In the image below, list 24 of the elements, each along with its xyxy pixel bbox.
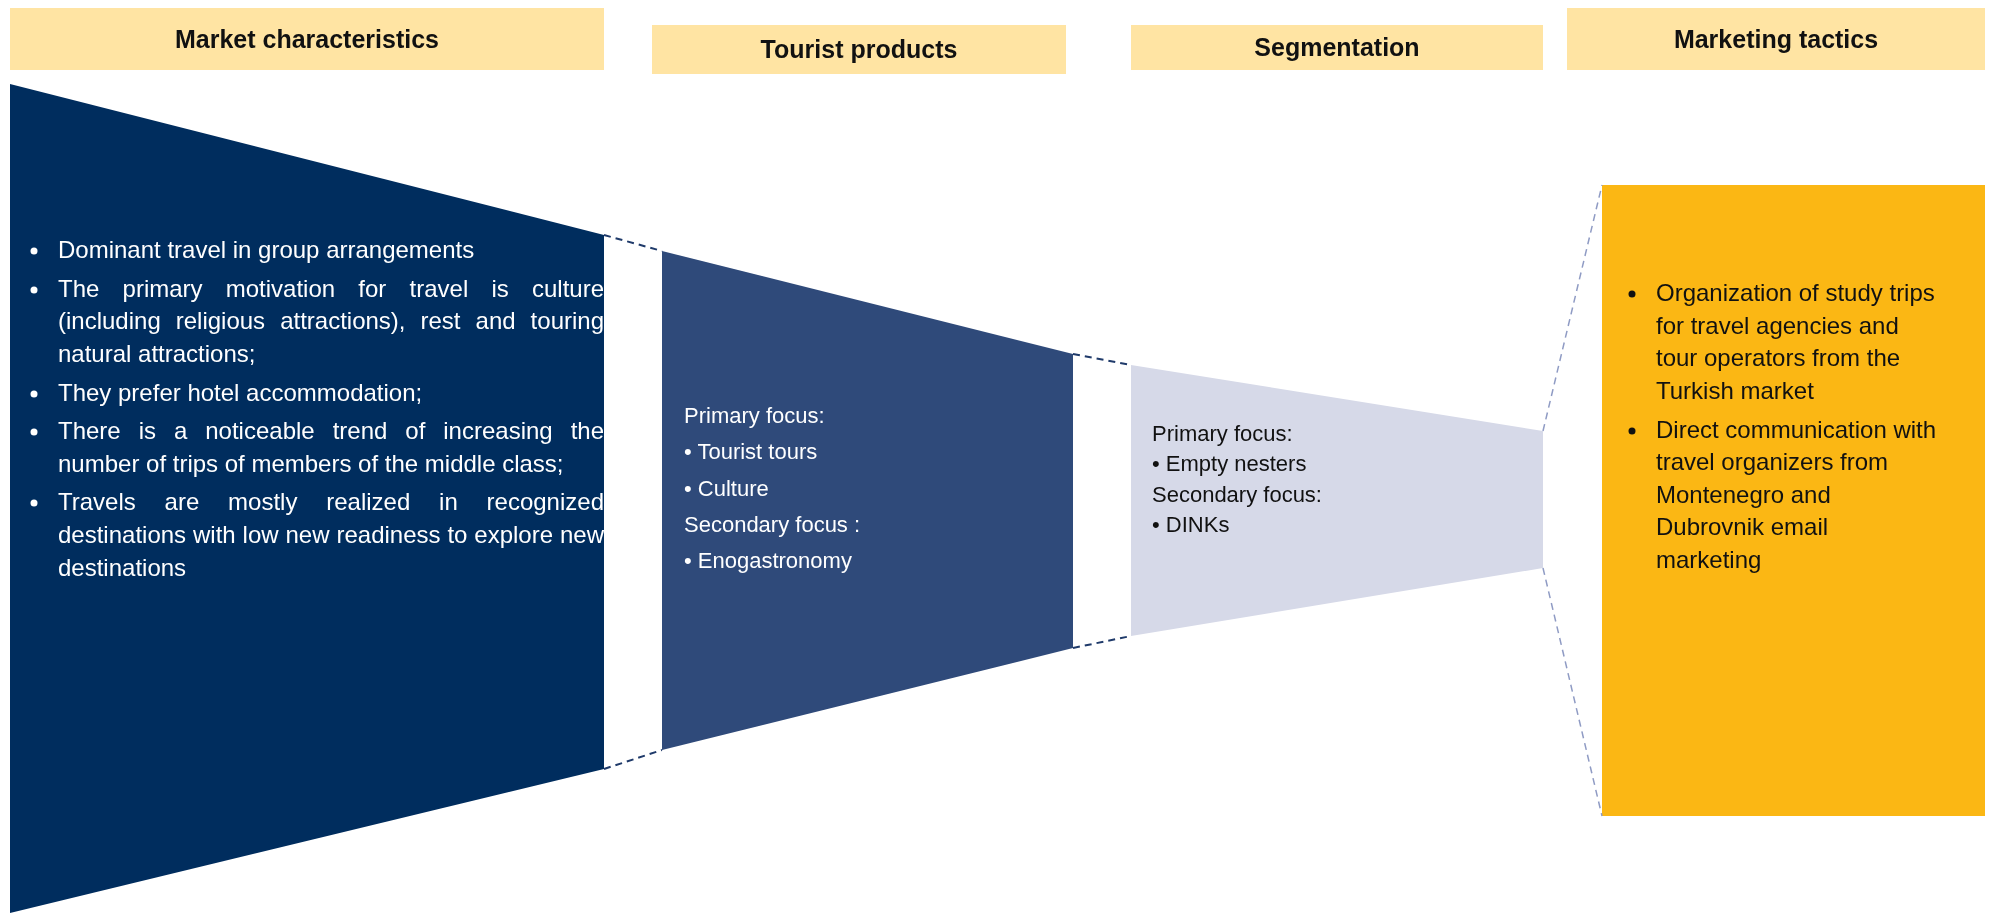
header-text: Segmentation <box>1254 33 1420 62</box>
text-line: Secondary focus: <box>1152 480 1323 509</box>
text-line: • DINKs <box>1152 511 1231 540</box>
tactics-panel: Organization of study trips for travel agencies and tour operators from the Turkish market Direct communication with travel organizers from Montenegro and Dubrovnik email marketing <box>1602 185 1985 816</box>
text-line: • Empty nesters <box>1152 450 1308 479</box>
text-line: • Enogastronomy <box>684 547 853 576</box>
text-line: Primary focus: <box>684 402 826 430</box>
column-header <box>10 8 604 70</box>
text-line: Primary focus: <box>1152 420 1294 448</box>
dashed-connector <box>1542 184 1603 432</box>
column-header <box>1131 25 1543 70</box>
text-line: • Culture <box>684 474 770 503</box>
column-header <box>652 25 1066 74</box>
column-header <box>1567 8 1985 70</box>
text-line: • Tourist tours <box>684 438 819 467</box>
funnel-segment <box>662 251 1073 750</box>
text-line: Secondary focus : <box>684 511 862 540</box>
header-text: Marketing tactics <box>1673 24 1879 54</box>
header-text: Market characteristics <box>174 24 439 54</box>
dashed-connector <box>1542 567 1603 817</box>
funnel-segment <box>1131 365 1543 636</box>
header-text: Tourist products <box>760 35 958 64</box>
funnel-segment: Dominant travel in group arrangements The primary motivation for travel is culture (including religious attractions), rest and touring natural attractions; They prefer hotel accommodation; There is a noticeable trend of increasing the number of trips of members of the middle class; Travels are mostly realized in recognized destinations with low new readiness to explore new destinations <box>10 84 604 913</box>
dashed-connector <box>603 749 663 770</box>
